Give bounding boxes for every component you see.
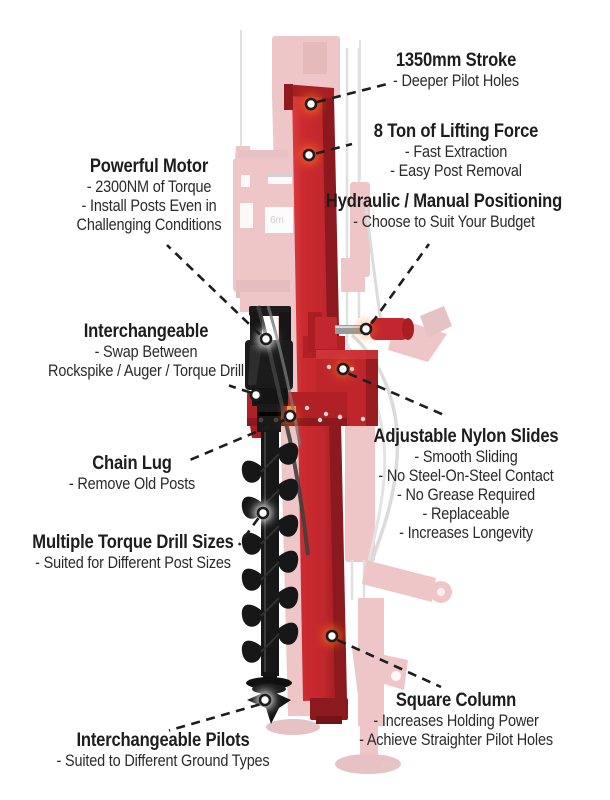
marker-lifting-force	[302, 148, 316, 162]
callout-title: 1350mm Stroke	[395, 49, 517, 71]
auger-part	[241, 430, 299, 694]
callout-drill-sizes: Multiple Torque Drill Sizes - Suited for…	[32, 531, 234, 573]
callout-title: 8 Ton of Lifting Force	[373, 120, 539, 142]
callout-positioning: Hydraulic / Manual Positioning - Choose …	[325, 190, 563, 232]
marker-motor	[259, 332, 273, 346]
leader-line-positioning	[370, 243, 431, 325]
marker-positioning	[359, 322, 373, 336]
marker-chain-lug	[283, 409, 297, 423]
marker-interchangeable	[249, 388, 263, 402]
callout-chain-lug: Chain Lug - Remove Old Posts	[68, 452, 196, 494]
leader-line-interchangeable	[228, 384, 251, 394]
leader-line-nylon-slides	[347, 372, 445, 417]
leader-line-pilots	[168, 703, 260, 732]
marker-drill-sizes	[256, 506, 270, 520]
callout-title: Interchangeable Pilots	[76, 729, 250, 751]
callout-line: - Increases Longevity	[399, 523, 533, 542]
callout-line: - No Grease Required	[397, 485, 535, 504]
leader-line-stroke	[316, 81, 392, 104]
callout-square-column: Square Column - Increases Holding Power …	[359, 689, 553, 750]
marker-square-column	[325, 629, 339, 643]
callout-line: - Replaceable	[422, 504, 510, 523]
callout-title: Multiple Torque Drill Sizes	[32, 531, 234, 553]
leader-line-drill-sizes	[237, 517, 260, 546]
marker-stroke	[304, 97, 318, 111]
leader-line-lifting-force	[315, 142, 353, 155]
callout-lifting-force: 8 Ton of Lifting Force - Fast Extraction…	[373, 120, 539, 181]
callout-line: Challenging Conditions	[76, 215, 222, 234]
callout-line: - Achieve Straighter Pilot Holes	[359, 730, 553, 749]
callout-nylon-slides: Adjustable Nylon Slides - Smooth Sliding…	[373, 425, 559, 543]
callout-line: - Deeper Pilot Holes	[393, 71, 519, 90]
callout-line: - Fast Extraction	[404, 142, 508, 161]
torque-drill-part	[241, 305, 310, 724]
callout-line: - No Steel-On-Steel Contact	[378, 466, 554, 485]
callout-line: Rockspike / Auger / Torque Drill	[48, 361, 244, 380]
callout-line: - Choose to Suit Your Budget	[353, 212, 535, 231]
callout-line: - Remove Old Posts	[68, 474, 196, 493]
leader-line-chain-lug	[184, 418, 286, 464]
callout-pilots: Interchangeable Pilots - Suited to Diffe…	[56, 729, 270, 771]
marker-nylon-slides	[336, 362, 350, 376]
callout-title: Square Column	[395, 689, 517, 711]
callout-line: - Swap Between	[94, 342, 198, 361]
callout-line: - Increases Holding Power	[373, 711, 539, 730]
callout-line: - Install Posts Even in	[81, 196, 217, 215]
callout-line: - Easy Post Removal	[390, 161, 522, 180]
callout-stroke: 1350mm Stroke - Deeper Pilot Holes	[393, 49, 519, 91]
callout-interchangeable: Interchangeable - Swap Between Rockspike…	[48, 320, 244, 381]
marker-pilots	[258, 693, 272, 707]
callout-title: Interchangeable	[83, 320, 209, 342]
callout-title: Adjustable Nylon Slides	[373, 425, 559, 447]
leader-line-square-column	[336, 638, 442, 689]
callout-line: - Suited to Different Ground Types	[56, 751, 270, 770]
callout-title: Hydraulic / Manual Positioning	[325, 190, 563, 212]
callout-line: - Suited for Different Post Sizes	[35, 553, 231, 572]
callout-line: - Smooth Sliding	[414, 447, 518, 466]
motor-plate-label: 6m	[270, 215, 284, 226]
callout-title: Chain Lug	[92, 452, 172, 474]
callout-title: Powerful Motor	[89, 155, 209, 177]
callout-line: - 2300NM of Torque	[86, 177, 212, 196]
callout-motor: Powerful Motor - 2300NM of Torque - Inst…	[76, 155, 222, 235]
leader-line-motor	[166, 244, 261, 336]
